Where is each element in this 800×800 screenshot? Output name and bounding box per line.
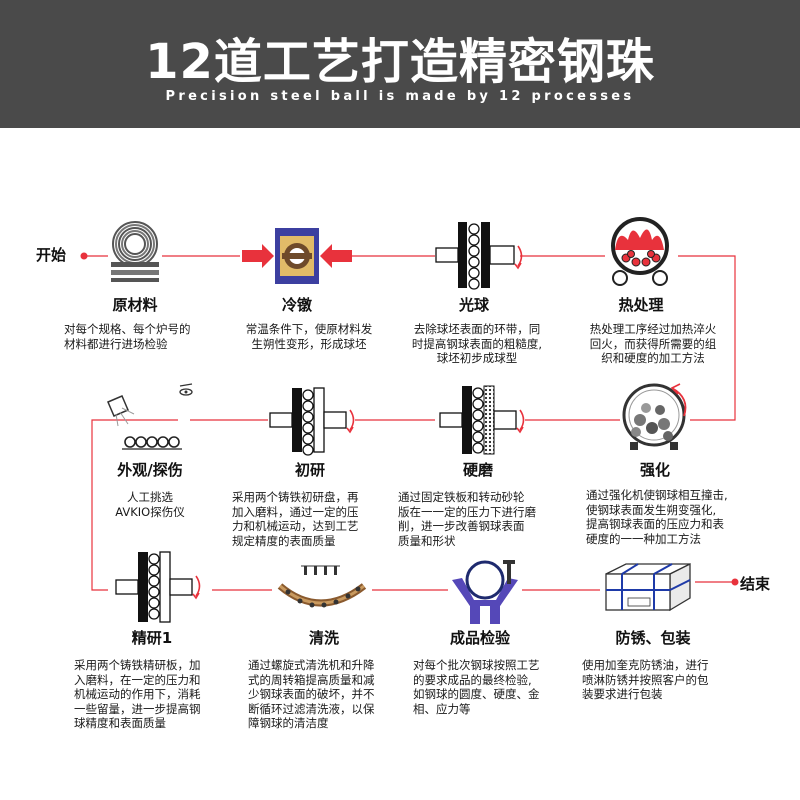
end-dot xyxy=(731,578,739,586)
step-name-rough-lapping: 初研 xyxy=(294,461,325,479)
step-name-heat-treatment: 热处理 xyxy=(618,296,664,314)
start-dot xyxy=(80,252,88,260)
step-desc-fine-lapping: 采用两个铸铁精研板，加入磨料，在一定的压力和机械运动的作用下，消耗一些留量，进一… xyxy=(74,658,201,730)
flow-connectors xyxy=(82,255,736,591)
step-name-cleaning: 清洗 xyxy=(308,629,339,647)
step-name-inspection: 外观/探伤 xyxy=(117,461,183,479)
step-name-raw-material: 原材料 xyxy=(112,296,158,314)
step-name-rust-packaging: 防锈、包装 xyxy=(615,629,691,647)
step-desc-rough-lapping: 采用两个铸铁初研盘，再加入磨料，通过一定的压力和机械运动，达到工艺规定精度的表面… xyxy=(232,490,359,548)
connector-8-9 xyxy=(91,419,178,591)
page-header: 12道工艺打造精密钢珠 Precision steel ball is made… xyxy=(0,0,800,128)
step-desc-flashing: 去除球坯表面的环带，同时提高钢球表面的粗糙度,球坯初步成球型 xyxy=(411,322,543,365)
hard-grinding-icon xyxy=(439,385,525,455)
step-name-fine-lapping: 精研1 xyxy=(131,629,173,647)
cleaning-spiral-icon xyxy=(277,565,367,608)
end-label: 结束 xyxy=(740,575,771,593)
flashing-plates-icon xyxy=(435,222,523,290)
step-name-flashing: 光球 xyxy=(458,296,489,314)
packaging-box-icon xyxy=(605,562,691,612)
step-desc-final-inspection: 对每个批次钢球按照工艺的要求成品的最终检验,如钢球的圆度、硬度、金相、应力等 xyxy=(413,658,540,716)
strengthening-drum-icon xyxy=(622,383,687,450)
step-desc-cleaning: 通过螺旋式清洗机和升降式的周转箱提高质量和减少钢球表面的破坏，并不断循环过滤清洗… xyxy=(248,658,375,730)
step-name-final-inspection: 成品检验 xyxy=(449,629,510,647)
start-label: 开始 xyxy=(36,246,67,264)
step-desc-raw-material: 对每个规格、每个炉号的材料都进行进场检验 xyxy=(64,322,191,351)
inspection-light-icon xyxy=(107,383,193,450)
step-name-cold-heading: 冷镦 xyxy=(281,296,312,314)
step-desc-strengthening: 通过强化机使钢球相互撞击,使钢球表面发生朔变强化,提高钢球表面的压应力和表硬度的… xyxy=(586,488,728,546)
furnace-icon xyxy=(611,217,669,286)
step-desc-heat-treatment: 热处理工序经过加热淬火回火，而获得所需要的组织和硬度的加工方法 xyxy=(589,322,717,365)
final-inspection-icon xyxy=(452,560,518,624)
step-name-strengthening: 强化 xyxy=(639,461,670,479)
page-subtitle: Precision steel ball is made by 12 proce… xyxy=(165,89,635,104)
step-desc-hard-grinding: 通过固定铁板和转动砂轮版在一一定的压力下进行磨削，进一步改善钢球表面质量和形状 xyxy=(398,490,536,548)
wire-coil-icon xyxy=(111,221,159,282)
step-name-hard-grinding: 硬磨 xyxy=(462,461,493,479)
rough-lapping-icon xyxy=(269,387,355,456)
page-title: 12道工艺打造精密钢珠 xyxy=(145,34,655,90)
step-desc-rust-packaging: 使用加奎克防锈油，进行喷淋防锈并按照客户的包装要求进行包装 xyxy=(582,658,709,701)
fine-lapping-icon xyxy=(115,551,201,623)
step-desc-cold-heading: 常温条件下，使原材料发生朔性变形，形成球坯 xyxy=(245,322,373,351)
connector-4-5 xyxy=(678,255,736,421)
cold-heading-die-icon xyxy=(242,228,352,284)
